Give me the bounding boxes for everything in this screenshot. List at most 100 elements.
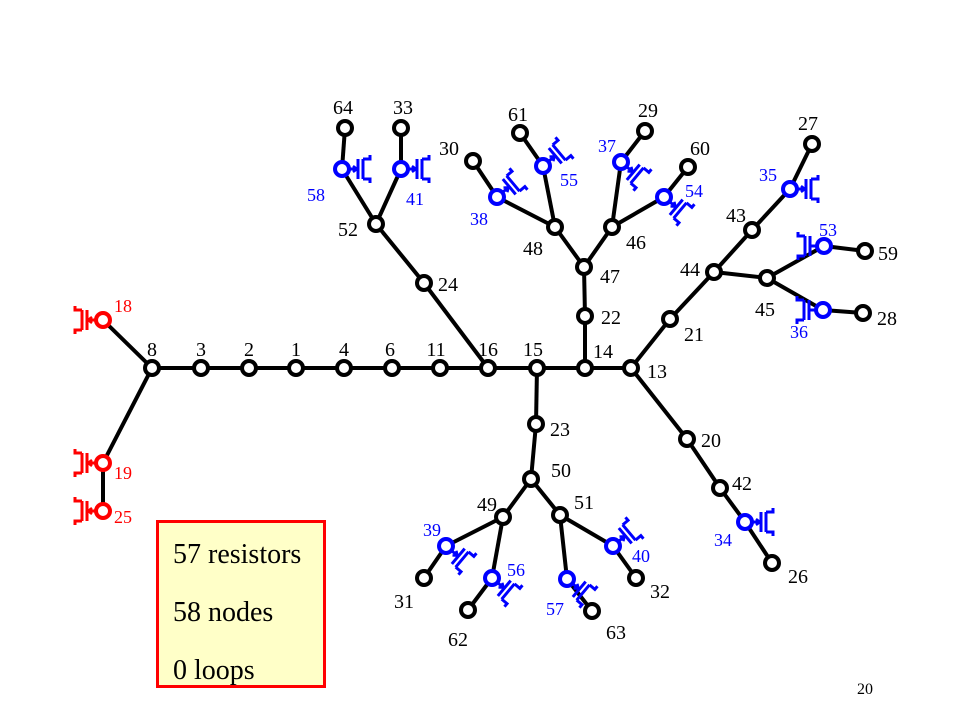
node-label-41: 41 <box>406 189 424 209</box>
node-46 <box>603 218 621 236</box>
node-label-26: 26 <box>788 566 808 588</box>
node-label-31: 31 <box>394 591 414 613</box>
node-label-55: 55 <box>560 170 578 190</box>
transistor-symbol-54 <box>668 198 696 227</box>
node-label-13: 13 <box>647 361 667 383</box>
node-54 <box>655 188 673 206</box>
edge-51-40 <box>558 513 615 548</box>
transistor-symbol-55 <box>547 136 575 165</box>
edge-51-57 <box>558 514 569 580</box>
node-39 <box>437 537 455 555</box>
node-59 <box>856 242 874 260</box>
node-26 <box>763 554 781 572</box>
node-47 <box>575 258 593 276</box>
node-label-15: 15 <box>523 339 543 361</box>
node-label-53: 53 <box>819 220 837 240</box>
node-label-60: 60 <box>690 138 710 160</box>
resistor-count: 57 resistors <box>173 539 302 570</box>
node-64 <box>336 119 354 137</box>
summary-box: 57 resistors 58 nodes 0 loops <box>156 520 326 688</box>
edge-16-24 <box>422 281 490 370</box>
node-44 <box>705 263 723 281</box>
node-label-20: 20 <box>701 430 721 452</box>
node-label-63: 63 <box>606 622 626 644</box>
node-label-33: 33 <box>393 97 413 119</box>
node-label-14: 14 <box>593 341 613 363</box>
node-label-52: 52 <box>338 219 358 241</box>
node-label-43: 43 <box>726 205 746 227</box>
node-label-23: 23 <box>550 419 570 441</box>
node-label-16: 16 <box>478 339 498 361</box>
edge-46-37 <box>610 161 623 228</box>
edge-13-20 <box>629 366 689 441</box>
loop-count: 0 loops <box>173 655 255 686</box>
node-40 <box>604 537 622 555</box>
node-label-58: 58 <box>307 185 325 205</box>
node-label-50: 50 <box>551 460 571 482</box>
transistor-symbol-58 <box>350 155 372 183</box>
node-31 <box>415 569 433 587</box>
node-label-25: 25 <box>114 507 132 527</box>
transistor-symbol-25 <box>73 497 95 525</box>
node-24 <box>415 274 433 292</box>
nodes-layer <box>94 119 874 620</box>
transistor-symbol-34 <box>753 508 775 536</box>
edge-20-42 <box>685 437 722 490</box>
node-label-27: 27 <box>798 113 818 135</box>
node-label-59: 59 <box>878 243 898 265</box>
node-36 <box>814 301 832 319</box>
node-27 <box>803 135 821 153</box>
edge-21-44 <box>668 270 716 321</box>
node-label-21: 21 <box>684 324 704 346</box>
node-label-51: 51 <box>574 492 594 514</box>
node-43 <box>743 221 761 239</box>
node-label-46: 46 <box>626 232 646 254</box>
transistor-symbol-18 <box>73 306 95 334</box>
node-count: 58 nodes <box>173 597 274 628</box>
edge-13-21 <box>629 317 672 370</box>
edge-44-43 <box>712 228 754 274</box>
transistor-symbol-39 <box>450 547 478 576</box>
node-label-18: 18 <box>114 296 132 316</box>
node-18 <box>94 311 112 329</box>
node-52 <box>367 215 385 233</box>
transistor-layer <box>73 136 820 609</box>
node-45 <box>758 269 776 287</box>
node-29 <box>636 122 654 140</box>
node-35 <box>781 180 799 198</box>
node-label-34: 34 <box>714 530 732 550</box>
node-label-4: 4 <box>339 339 349 361</box>
node-13 <box>622 359 640 377</box>
edge-8-19 <box>101 367 154 464</box>
node-label-54: 54 <box>685 181 703 201</box>
node-33 <box>392 119 410 137</box>
node-15 <box>528 359 546 377</box>
node-1 <box>287 359 305 377</box>
node-48 <box>546 218 564 236</box>
node-6 <box>383 359 401 377</box>
node-label-42: 42 <box>732 473 752 495</box>
node-label-8: 8 <box>147 339 157 361</box>
edge-49-56 <box>490 516 505 579</box>
node-label-62: 62 <box>448 629 468 651</box>
edge-52-41 <box>374 168 403 225</box>
node-51 <box>551 506 569 524</box>
transistor-symbol-56 <box>496 579 524 608</box>
node-32 <box>627 569 645 587</box>
node-22 <box>576 307 594 325</box>
transistor-symbol-53 <box>796 232 816 260</box>
edge-48-38 <box>496 195 556 229</box>
node-label-47: 47 <box>600 266 620 288</box>
node-20 <box>678 430 696 448</box>
node-label-40: 40 <box>632 546 650 566</box>
node-label-35: 35 <box>759 165 777 185</box>
transistor-symbol-38 <box>501 167 529 196</box>
node-label-57: 57 <box>546 599 564 619</box>
transistor-symbol-57 <box>571 580 599 609</box>
node-3 <box>192 359 210 377</box>
node-2 <box>240 359 258 377</box>
node-41 <box>392 160 410 178</box>
node-16 <box>479 359 497 377</box>
node-label-38: 38 <box>470 209 488 229</box>
